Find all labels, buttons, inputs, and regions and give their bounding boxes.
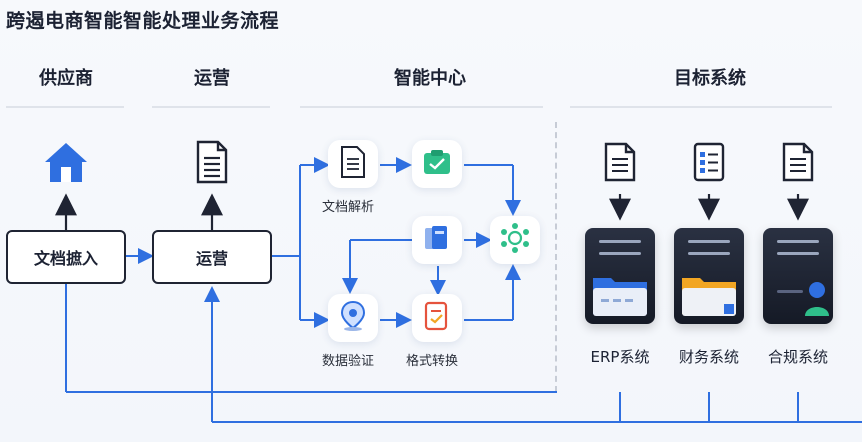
verify-tile[interactable] <box>328 294 378 342</box>
check-tile[interactable] <box>412 140 462 188</box>
verify-label: 数据验证 <box>322 354 375 369</box>
parse-label: 文档解析 <box>322 200 375 215</box>
compliance-system-card[interactable] <box>763 228 833 324</box>
document-parse-icon <box>340 146 366 182</box>
finance-system-card[interactable] <box>674 228 744 324</box>
system-label-erp: ERP系统 <box>590 348 650 366</box>
section-divider <box>555 122 557 392</box>
document-icon <box>195 140 229 184</box>
column-header-ops: 运营 <box>194 68 230 89</box>
column-header-ai-center: 智能中心 <box>394 68 466 89</box>
format-tile[interactable] <box>412 294 462 342</box>
column-header-supplier: 供应商 <box>39 68 93 89</box>
page-title: 跨遏电商智能智能处理业务流程 <box>6 10 280 32</box>
documents-icon <box>422 223 452 257</box>
compliance-document-icon <box>781 142 815 182</box>
erp-system-card[interactable] <box>585 228 655 324</box>
upload-node[interactable]: 文档摭入 <box>6 230 126 284</box>
ai-network-icon <box>499 222 531 258</box>
folder-icon <box>591 274 649 318</box>
divider <box>570 106 832 108</box>
erp-document-icon <box>603 142 637 182</box>
system-label-compliance: 合规系统 <box>767 348 828 366</box>
documents-tile[interactable] <box>412 216 462 264</box>
format-label: 格式转换 <box>406 354 459 369</box>
folder-icon <box>680 274 738 318</box>
column-header-target: 目标系统 <box>674 68 746 89</box>
divider <box>6 106 124 108</box>
clipboard-check-icon <box>422 148 452 180</box>
user-icon <box>803 280 831 320</box>
location-pin-icon <box>338 300 368 336</box>
finance-list-icon <box>692 142 726 182</box>
divider <box>300 106 543 108</box>
divider <box>152 106 270 108</box>
format-edit-icon <box>423 301 451 335</box>
ai-hub-tile[interactable] <box>490 216 540 264</box>
system-label-finance: 财务系统 <box>678 348 739 366</box>
house-icon <box>42 140 90 184</box>
parse-tile[interactable] <box>328 140 378 188</box>
ops-node[interactable]: 运营 <box>152 230 272 284</box>
